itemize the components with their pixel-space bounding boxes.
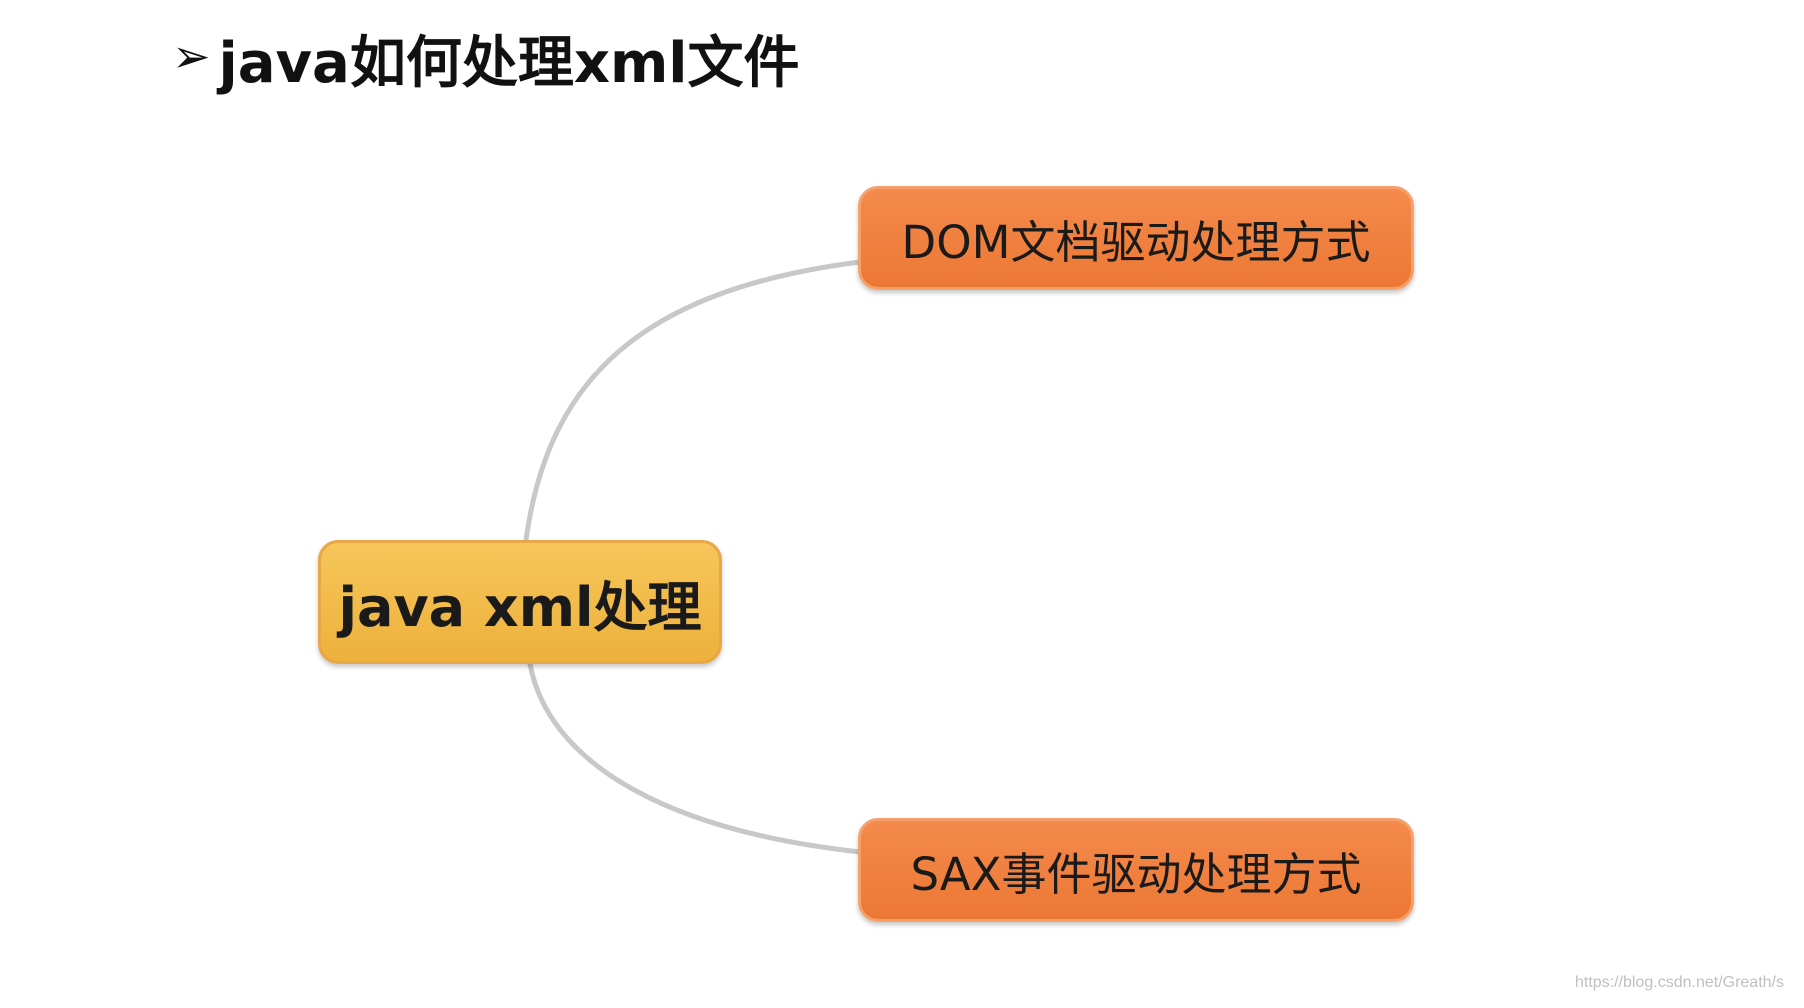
watermark-text: https://blog.csdn.net/Greath/s [1574,974,1784,991]
branch-node-sax-label: SAX事件驱动处理方式 [910,847,1362,901]
branch-node-dom-label: DOM文档驱动处理方式 [901,215,1371,269]
root-node: java xml处理 [318,540,722,664]
branch-node-dom: DOM文档驱动处理方式 [858,186,1414,290]
slide-title-text: java如何处理xml文件 [218,30,800,96]
slide-title: ➢ java如何处理xml文件 [172,22,800,96]
connector-root-to-dom [523,259,863,543]
branch-node-sax: SAX事件驱动处理方式 [858,818,1414,922]
root-node-label: java xml处理 [338,575,702,639]
connector-root-to-sax [527,661,863,855]
arrow-bullet-icon: ➢ [172,29,211,83]
